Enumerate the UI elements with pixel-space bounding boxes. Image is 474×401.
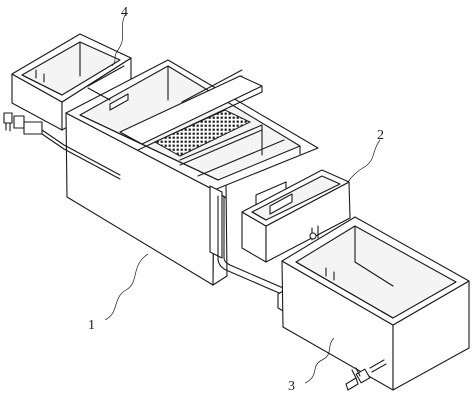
main-tank xyxy=(65,59,319,286)
rear-box xyxy=(11,33,132,131)
outlet-pipe xyxy=(63,144,291,297)
rear-outlet-valve xyxy=(3,112,65,150)
label-2: 2 xyxy=(377,128,384,143)
label-1: 1 xyxy=(88,318,95,333)
front-tank xyxy=(281,216,470,391)
front-outlet-valve xyxy=(345,359,387,391)
leader-lines xyxy=(104,14,381,384)
label-4: 4 xyxy=(121,5,128,20)
middle-box xyxy=(241,169,351,263)
label-3: 3 xyxy=(288,379,295,394)
